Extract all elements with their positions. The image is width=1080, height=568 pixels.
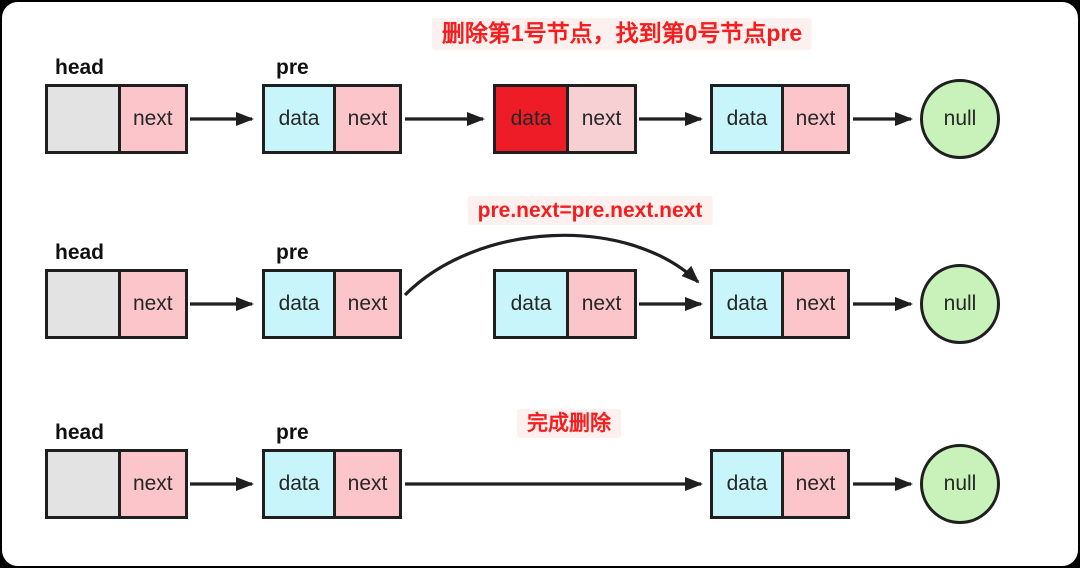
data-cell: data (496, 272, 570, 336)
row1-head-label: head (55, 56, 105, 79)
next-cell: next (336, 87, 399, 151)
next-cell: next (336, 452, 399, 516)
data-cell: data (265, 452, 337, 516)
row2-pre-label: pre (276, 241, 309, 264)
row1-pre-node: data next (262, 84, 402, 154)
data-cell: data (265, 87, 337, 151)
data-cell (48, 87, 121, 151)
row1-caption: 删除第1号节点，找到第0号节点pre (431, 18, 813, 50)
row1-null-node: null (920, 79, 1000, 159)
data-cell: data (713, 452, 785, 516)
row1-pre-label: pre (276, 56, 309, 79)
row3-pre-label: pre (276, 421, 309, 444)
data-cell (48, 452, 121, 516)
row2-caption: pre.next=pre.next.next (467, 196, 713, 226)
row2-tail-node: data next (710, 269, 850, 339)
next-cell: next (784, 452, 847, 516)
row2-pre-node: data next (262, 269, 402, 339)
row2-bypassed-node: data next (493, 269, 637, 339)
data-cell: data (713, 272, 785, 336)
data-cell: data (713, 87, 785, 151)
next-cell: next (784, 272, 847, 336)
next-cell: next (336, 272, 399, 336)
row3-pre-node: data next (262, 449, 402, 519)
row1-deleted-node: data next (493, 84, 637, 154)
row2-head-node: next (45, 269, 188, 339)
row3-null-node: null (920, 444, 1000, 524)
row2-head-label: head (55, 241, 105, 264)
data-cell: data (265, 272, 337, 336)
row3-head-node: next (45, 449, 188, 519)
row3-tail-node: data next (710, 449, 850, 519)
next-cell: next (569, 272, 634, 336)
row1-tail-node: data next (710, 84, 850, 154)
row3-head-label: head (55, 421, 105, 444)
data-cell: data (496, 87, 570, 151)
row2-null-node: null (920, 264, 1000, 344)
next-cell: next (569, 87, 634, 151)
next-cell: next (120, 272, 185, 336)
next-cell: next (784, 87, 847, 151)
row1-head-node: next (45, 84, 188, 154)
next-cell: next (120, 87, 185, 151)
next-cell: next (120, 452, 185, 516)
row3-caption: 完成删除 (517, 409, 621, 439)
data-cell (48, 272, 121, 336)
